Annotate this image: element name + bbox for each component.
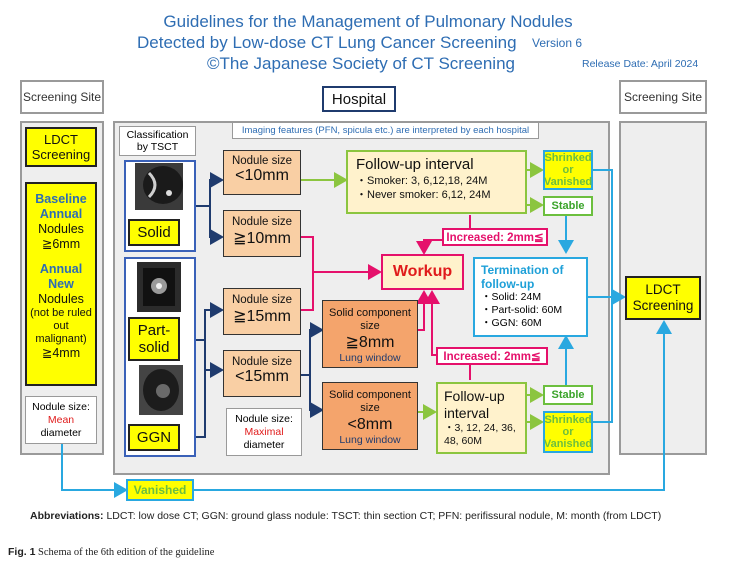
- arrow-comp-ge8-to-workup: [416, 290, 432, 331]
- ge8-window: Lung window: [339, 352, 401, 364]
- nodules-6mm: Nodules ≧6mm: [38, 222, 84, 251]
- increased-top: Increased: 2mm≦: [442, 228, 548, 246]
- ldct-screening-right: LDCT Screening: [625, 276, 701, 320]
- termination-box: Termination of follow-up ・Solid: 24M ・Pa…: [473, 257, 588, 337]
- nodule-size-lt10: Nodule size <10mm: [223, 150, 301, 195]
- followup-top-title: Follow-up interval: [356, 156, 474, 173]
- arrow-ge15-to-workup: [301, 272, 314, 311]
- not-ruled-out-label: (not be ruled out malignant): [30, 307, 92, 345]
- solid-component-ge8: Solid component size ≧8mm Lung window: [322, 300, 418, 368]
- title-line-3: ©The Japanese Society of CT Screening: [207, 54, 515, 73]
- nodule-size-ge15: Nodule size ≧15mm: [223, 288, 301, 335]
- mean-diameter-label: diameter: [40, 427, 82, 439]
- followup-top-smoker: ・Smoker: 3, 6,12,18, 24M: [356, 175, 488, 187]
- arrow-shrinked-top-to-screening: [593, 169, 613, 285]
- followup-top-never: ・Never smoker: 6,12, 24M: [356, 189, 491, 201]
- lt10-value: <10mm: [235, 167, 289, 184]
- followup-top-box: Follow-up interval ・Smoker: 3, 6,12,18, …: [346, 150, 527, 214]
- screening-site-left-header: Screening Site: [20, 80, 104, 114]
- part-solid-label: Part-solid: [128, 317, 180, 361]
- arrow-increased-bottom: [424, 290, 471, 380]
- screening-site-right-header: Screening Site: [619, 80, 707, 114]
- lt8-label: Solid component size: [329, 389, 411, 414]
- lt8-window: Lung window: [339, 434, 401, 446]
- max-nodule-size-label: Nodule size:: [235, 413, 293, 425]
- ggn-label: GGN: [128, 424, 180, 451]
- title-line-1: Guidelines for the Management of Pulmona…: [163, 12, 573, 31]
- lt15-value: <15mm: [235, 368, 289, 385]
- solid-component-lt8: Solid component size <8mm Lung window: [322, 382, 418, 450]
- hospital-header: Hospital: [322, 86, 396, 112]
- followup-bottom-box: Follow-up interval ・3, 12, 24, 36, 48, 6…: [436, 382, 527, 454]
- arrow-vanished-loop: [61, 444, 128, 498]
- shrinked-vanished-top: Shrinked or Vanished: [543, 150, 593, 190]
- classification-label: Classification by TSCT: [119, 126, 196, 156]
- nodules-4mm: ≧4mm: [41, 346, 81, 360]
- baseline-annual-label: Baseline Annual: [35, 192, 87, 221]
- lt8-value: <8mm: [347, 416, 393, 433]
- arrow-lt15-split: [300, 322, 324, 376]
- annual-new-label: Annual New: [39, 262, 83, 291]
- arrow-solid-split: [195, 172, 224, 207]
- abbreviations-label: Abbreviations:: [30, 510, 104, 522]
- baseline-annual-box: Baseline Annual Nodules ≧6mm Annual New …: [25, 182, 97, 386]
- abbreviations-text: LDCT: low dose CT; GGN: ground glass nod…: [106, 510, 662, 522]
- nodule-size-lt15: Nodule size <15mm: [223, 350, 301, 397]
- version-label: Version 6: [532, 36, 583, 50]
- title-line-2: Detected by Low-dose CT Lung Cancer Scre…: [137, 33, 517, 52]
- ge10-value: ≧10mm: [233, 230, 291, 247]
- followup-bottom-values: ・3, 12, 24, 36, 48, 60M: [444, 422, 516, 447]
- imaging-note: Imaging features (PFN, spicula etc.) are…: [232, 122, 539, 139]
- arrow-shrinked-bottom-to-screening: [593, 285, 613, 423]
- ge15-value: ≧15mm: [233, 308, 291, 325]
- workup-box: Workup: [381, 254, 464, 290]
- stable-bottom: Stable: [543, 385, 593, 405]
- figure-caption: Fig. 1 Schema of the 6th edition of the …: [8, 546, 214, 558]
- ggn-ct-image: [139, 365, 183, 415]
- caption-text: Schema of the 6th edition of the guideli…: [38, 547, 215, 558]
- termination-solid: ・Solid: 24M: [481, 291, 542, 303]
- ge10-label: Nodule size: [231, 216, 293, 228]
- mean-nodule-size-label: Nodule size:: [32, 401, 90, 413]
- mean-diameter-box: Nodule size: Mean diameter: [25, 396, 97, 444]
- max-diameter-label: diameter: [243, 439, 285, 451]
- arrow-partsolid-split: [195, 302, 224, 341]
- mean-label: Mean: [47, 414, 75, 426]
- stable-top: Stable: [543, 196, 593, 216]
- ge8-value: ≧8mm: [345, 334, 395, 351]
- lt10-label: Nodule size: [231, 155, 293, 167]
- ge15-label: Nodule size: [231, 294, 293, 306]
- partsolid-ct-image: [137, 262, 181, 312]
- increased-bottom: Increased: 2mm≦: [436, 347, 548, 365]
- vanished-tag: Vanished: [126, 479, 194, 501]
- release-date: Release Date: April 2024: [582, 58, 699, 70]
- abbreviations: Abbreviations: LDCT: low dose CT; GGN: g…: [30, 510, 661, 522]
- termination-title: Termination of follow-up: [481, 263, 564, 291]
- arrow-ge10-to-workup: [301, 236, 382, 280]
- maximal-diameter-box: Nodule size: Maximal diameter: [226, 408, 302, 456]
- ldct-screening-left: LDCT Screening: [25, 127, 97, 167]
- solid-ct-image: [135, 163, 183, 210]
- termination-ggn: ・GGN: 60M: [481, 317, 542, 329]
- solid-label: Solid: [128, 219, 180, 246]
- ge8-label: Solid component size: [329, 307, 411, 332]
- maximal-label: Maximal: [244, 426, 284, 438]
- followup-bottom-title: Follow-up interval: [444, 388, 505, 421]
- nodules-label: Nodules: [38, 292, 84, 306]
- arrow-ggn-split: [195, 362, 224, 438]
- caption-label: Fig. 1: [8, 546, 36, 558]
- nodule-size-ge10: Nodule size ≧10mm: [223, 210, 301, 257]
- shrinked-vanished-bottom: Shrinked or Vanished: [543, 411, 593, 453]
- lt15-label: Nodule size: [231, 356, 293, 368]
- termination-part-solid: ・Part-solid: 60M: [481, 304, 563, 316]
